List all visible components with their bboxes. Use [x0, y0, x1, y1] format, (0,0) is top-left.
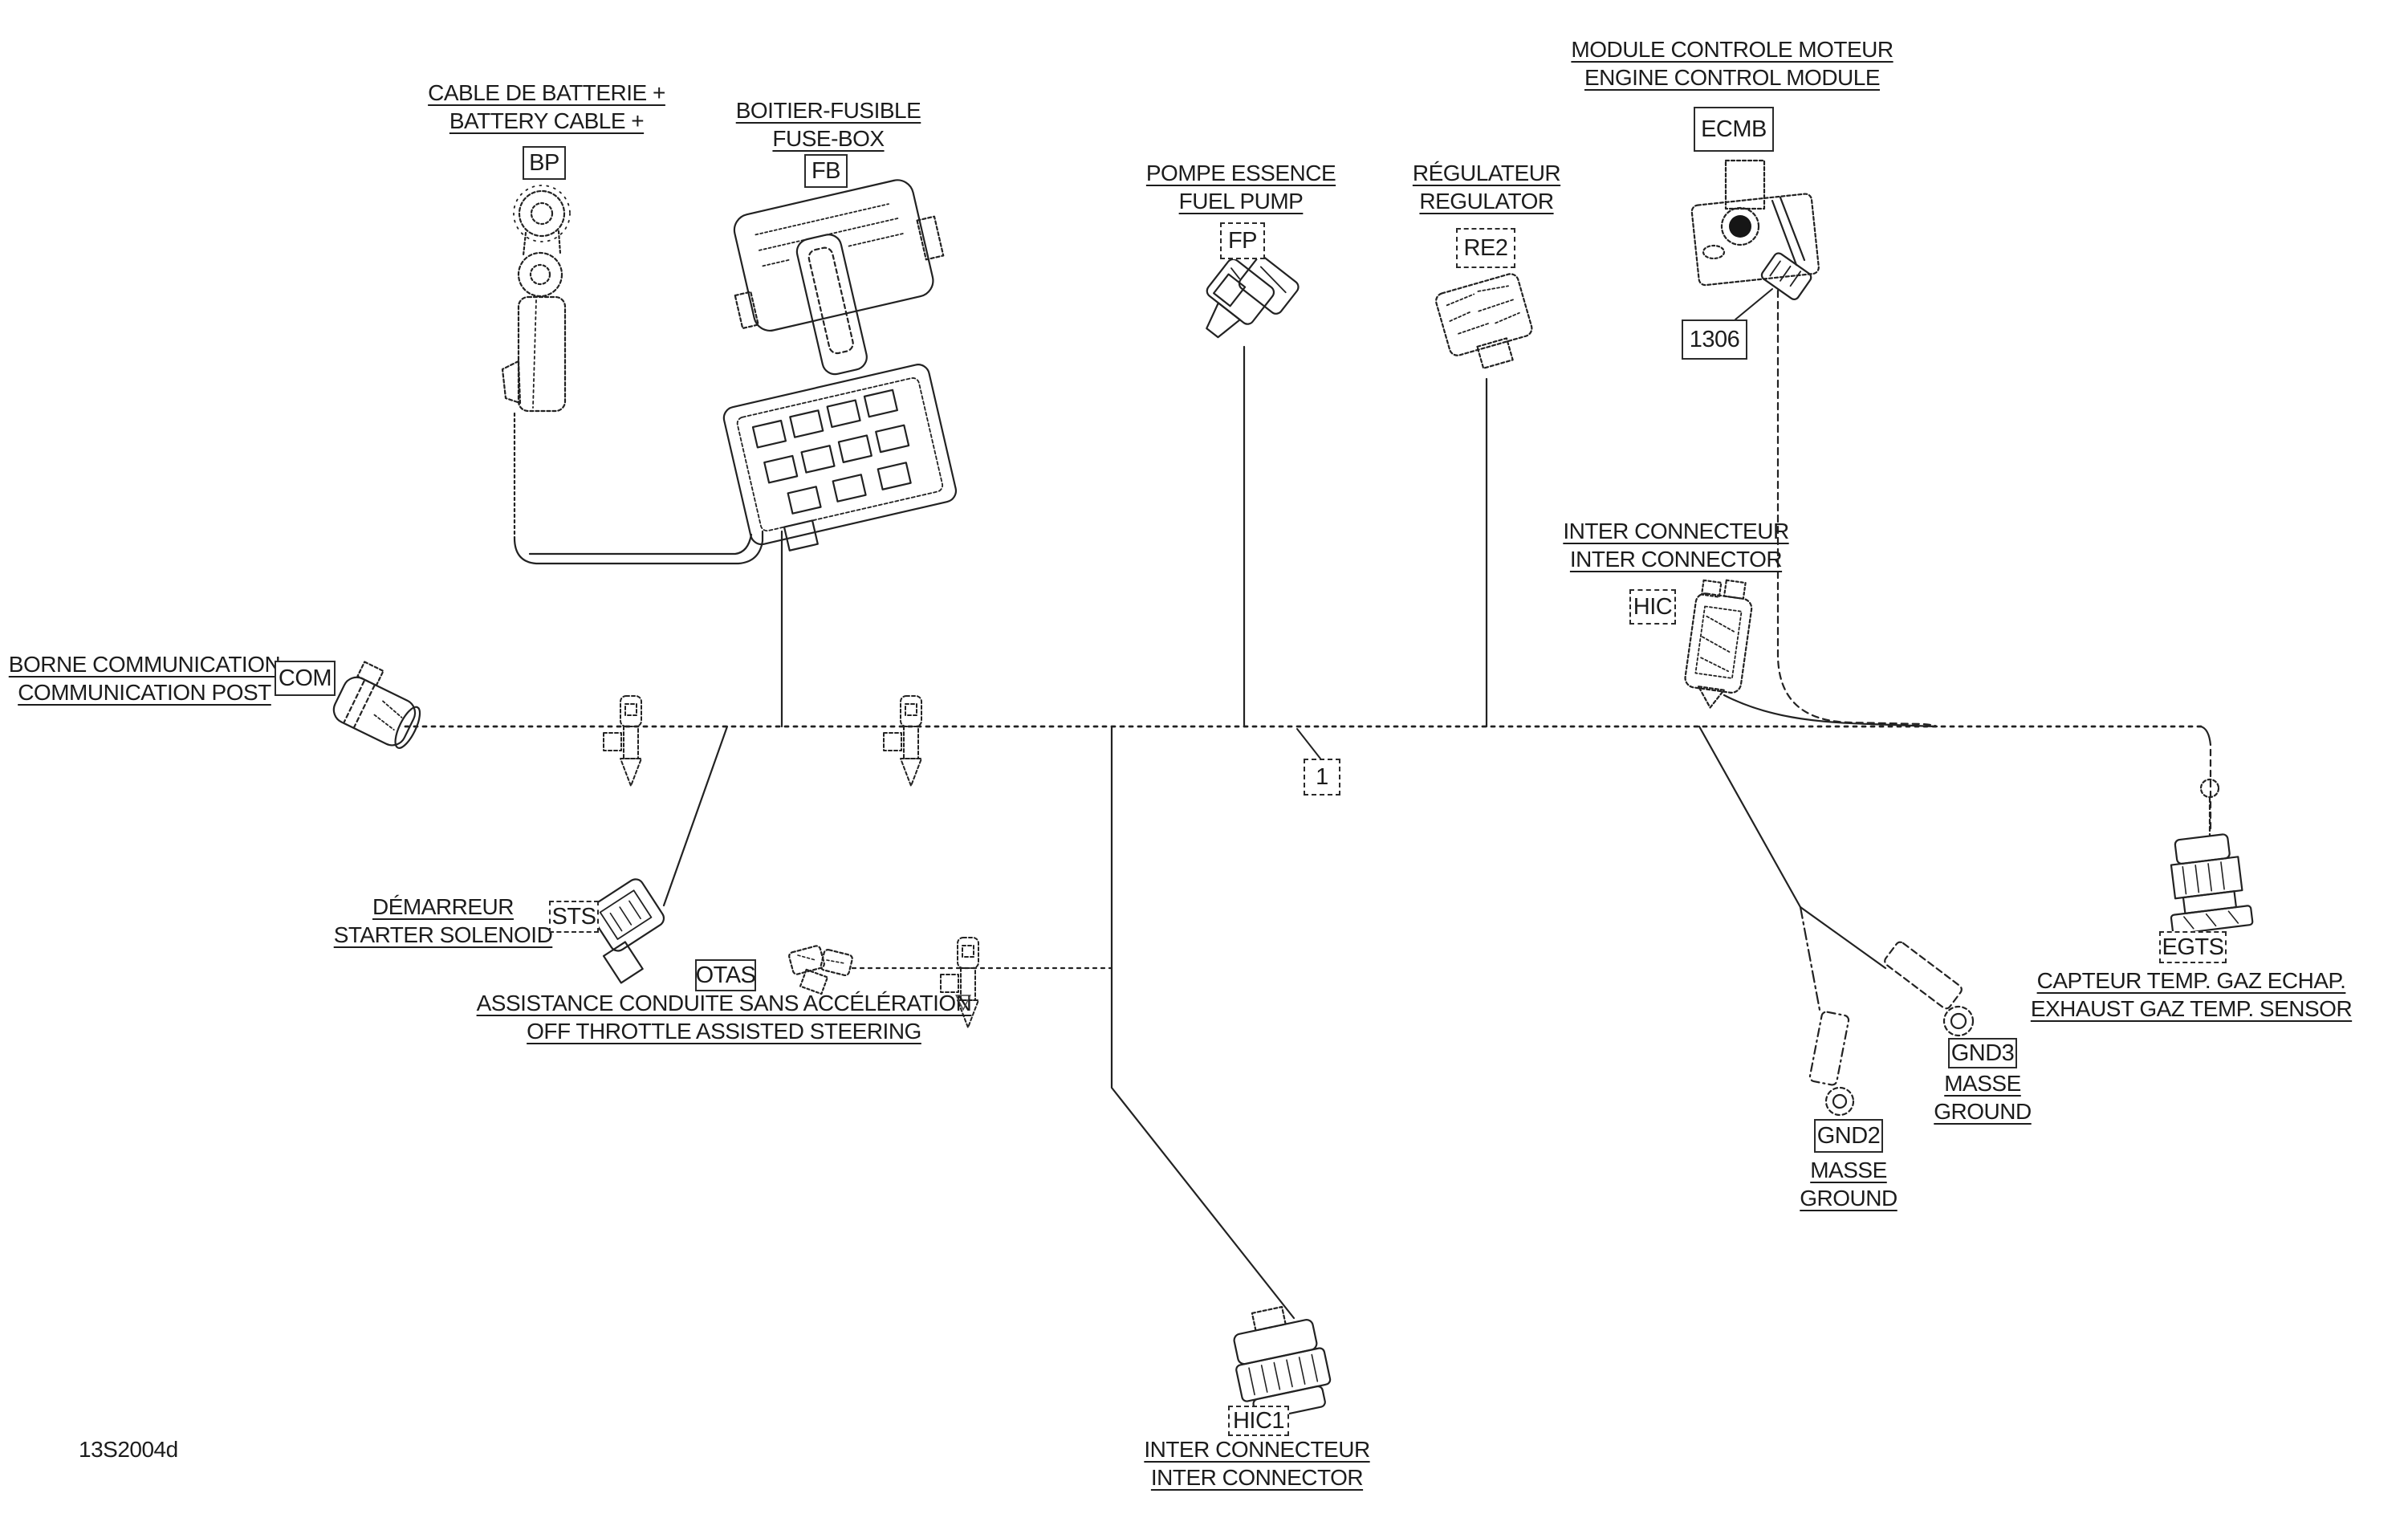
gnd3-terminal-drawing	[1884, 941, 1975, 1037]
egts-label: CAPTEUR TEMP. GAZ ECHAP.EXHAUST GAZ TEMP…	[2030, 968, 2353, 1021]
hic-wire	[1723, 694, 1938, 728]
drawing-code: 13S2004d	[79, 1437, 178, 1462]
bp-battery-cable-drawing	[501, 185, 764, 565]
ref1306-leader-line	[1735, 288, 1773, 320]
otas-code-box: OTAS	[695, 959, 756, 991]
re2-connector-drawing	[1435, 273, 1533, 369]
sts-connector-drawing	[588, 878, 665, 984]
fb-code-box: FB	[804, 154, 848, 188]
ecm-wire	[1776, 289, 1938, 728]
fp-connector-drawing	[1206, 255, 1300, 339]
com-connector-drawing	[332, 661, 421, 749]
bp-code-box: BP	[523, 146, 566, 180]
gnd2-code-box: GND2	[1814, 1119, 1883, 1153]
ref1-leader-line	[1296, 728, 1321, 759]
re2-code-box: RE2	[1456, 228, 1515, 268]
ref1-code-box: 1	[1304, 759, 1340, 796]
hic-connector-drawing	[1684, 579, 1753, 709]
ground-branch-wires	[1698, 725, 1887, 1011]
fp-code-box: FP	[1220, 222, 1265, 259]
gnd2-terminal-drawing	[1808, 1011, 1855, 1117]
ref1306-code-box: 1306	[1682, 319, 1747, 360]
bp-label: CABLE DE BATTERIE +BATTERY CABLE +	[428, 80, 665, 133]
harness-clip-icon	[602, 694, 643, 787]
harness-clip-icon	[882, 694, 923, 787]
otas-triangle-icon: ▽	[955, 989, 971, 1013]
gnd3-code-box: GND3	[1948, 1038, 2017, 1068]
com-code-box: COM	[275, 661, 336, 696]
hic1-branch-wire	[1110, 725, 1296, 1320]
hic1-code-box: HIC1	[1228, 1406, 1289, 1436]
fuse-box-base-drawing	[722, 364, 958, 551]
egts-sensor-drawing	[2170, 778, 2254, 935]
sts-branch-wire	[662, 725, 729, 907]
hic1-connector-drawing	[1233, 1305, 1332, 1421]
sts-code-box: STS	[549, 901, 599, 933]
hic-code-box: HIC	[1629, 589, 1676, 625]
ecmb-code-box: ECMB	[1694, 107, 1774, 152]
main-harness-line	[404, 725, 2212, 835]
egts-code-box: EGTS	[2159, 931, 2227, 963]
fuse-box-cover-drawing	[733, 179, 945, 376]
ecm-module-drawing	[1690, 159, 1820, 300]
otas-connector-drawing	[788, 945, 853, 995]
